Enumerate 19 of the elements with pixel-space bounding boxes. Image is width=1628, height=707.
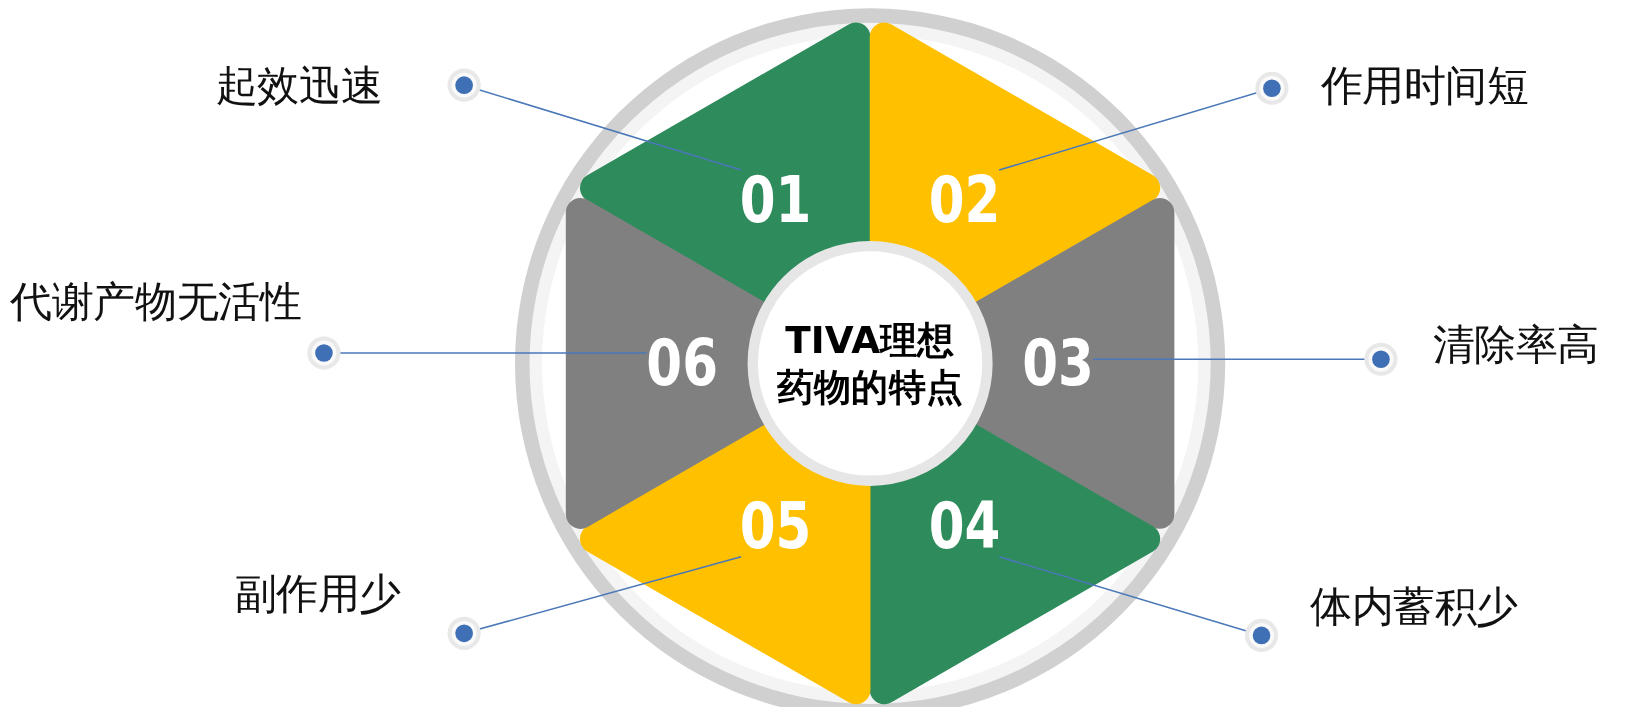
feature-label: 作用时间短 bbox=[1320, 60, 1529, 111]
leader-line bbox=[998, 71, 1289, 171]
center-title: TIVA理想药物的特点 bbox=[775, 317, 965, 411]
feature-label: 起效迅速 bbox=[215, 60, 383, 111]
leader-line bbox=[307, 336, 648, 370]
feature-label: 体内蓄积少 bbox=[1310, 581, 1518, 632]
leader-line bbox=[447, 555, 742, 650]
leader-line bbox=[998, 555, 1279, 653]
leader-line bbox=[447, 68, 742, 171]
segment-number: 03 bbox=[1022, 331, 1095, 396]
leader-line bbox=[1092, 342, 1398, 376]
feature-label: 副作用少 bbox=[234, 569, 401, 619]
segment-number: 02 bbox=[928, 168, 1001, 233]
segment-number: 04 bbox=[928, 494, 1001, 559]
segment-number: 01 bbox=[740, 168, 812, 233]
segment-number: 05 bbox=[740, 494, 812, 559]
feature-label: 清除率高 bbox=[1432, 319, 1599, 370]
segment-number: 06 bbox=[645, 331, 718, 396]
feature-label: 代谢产物无活性 bbox=[10, 276, 302, 327]
